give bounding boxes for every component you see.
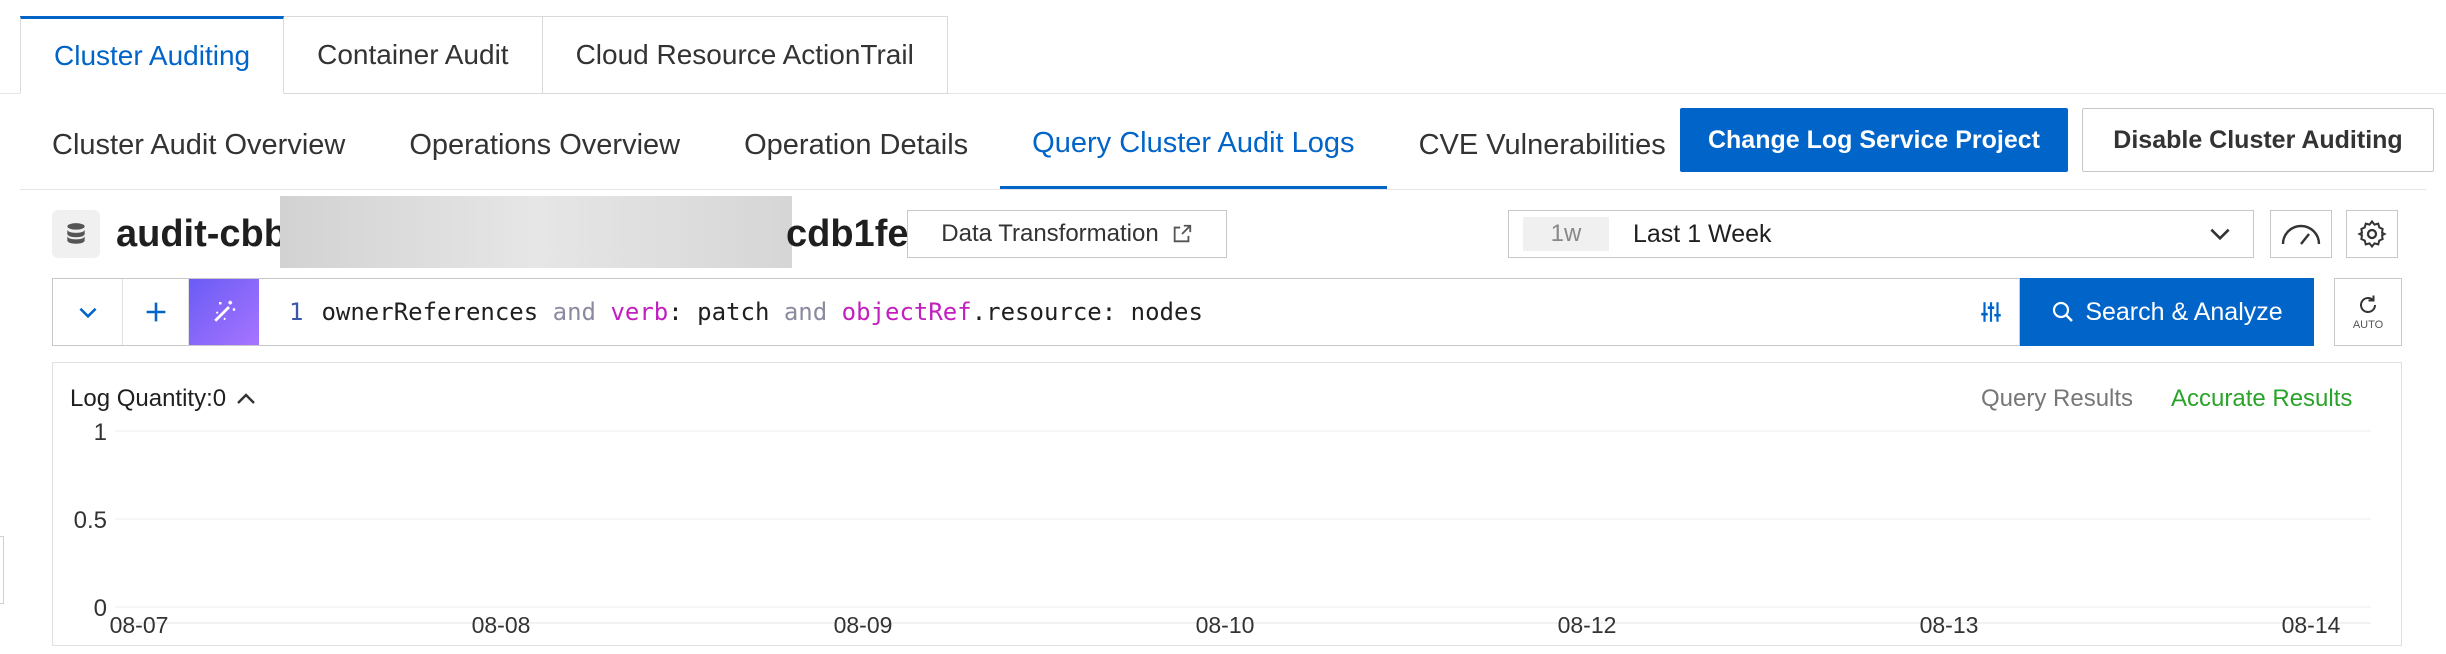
speedometer-icon (2281, 224, 2321, 245)
auto-refresh-button[interactable]: AUTO (2334, 278, 2402, 346)
x-tick-label: 08-10 (1196, 612, 1255, 638)
query-token: verb (610, 298, 669, 326)
y-tick-label: 0.5 (74, 507, 107, 534)
chevron-down-icon (2210, 228, 2230, 241)
time-range-select[interactable]: 1w Last 1 Week (1508, 210, 2254, 258)
ai-assistant-button[interactable] (189, 279, 259, 345)
refresh-icon (2360, 295, 2376, 313)
search-analyze-label: Search & Analyze (2085, 297, 2283, 326)
gear-icon (2357, 219, 2387, 249)
query-editor[interactable]: 1 ownerReferences and verb: patch and obj… (289, 279, 1203, 345)
query-line-number: 1 (289, 298, 304, 326)
top-tabs-divider (0, 93, 2446, 94)
sub-tabs: Cluster Audit Overview Operations Overvi… (20, 100, 1698, 190)
subtab-operations-overview[interactable]: Operations Overview (409, 128, 681, 161)
data-transformation-label: Data Transformation (941, 220, 1159, 247)
x-tick-label: 08-14 (2282, 612, 2341, 638)
logstore-name: audit-cbb (116, 212, 287, 255)
search-analyze-button[interactable]: Search & Analyze (2020, 278, 2314, 346)
log-histogram-panel: Log Quantity:0 Query Results Accurate Re… (52, 362, 2402, 646)
subtab-cve-vulnerabilities[interactable]: CVE Vulnerabilities (1418, 128, 1666, 161)
change-log-service-project-button[interactable]: Change Log Service Project (1680, 108, 2068, 172)
query-token: ownerReferences (321, 298, 539, 326)
y-tick-label: 1 (94, 419, 107, 446)
subtab-operation-details[interactable]: Operation Details (744, 128, 969, 161)
x-tick-label: 08-13 (1920, 612, 1979, 638)
subtab-query-cluster-audit-logs[interactable]: Query Cluster Audit Logs (1000, 100, 1387, 190)
accurate-results-status: Accurate Results (2171, 385, 2353, 412)
log-quantity-toggle[interactable]: Log Quantity:0 (70, 385, 258, 413)
disable-cluster-auditing-button[interactable]: Disable Cluster Auditing (2082, 108, 2434, 172)
query-text: ownerReferences and verb: patch and obje… (321, 298, 1202, 326)
database-icon (52, 210, 100, 258)
x-tick-label: 08-09 (834, 612, 893, 638)
query-token: .resource: nodes (971, 298, 1203, 326)
sliders-icon (1981, 302, 2001, 322)
logstore-name-suffix: cdb1fe (786, 212, 909, 255)
redacted-region (280, 196, 792, 268)
x-tick-label: 08-07 (110, 612, 169, 638)
add-query-button[interactable] (123, 279, 189, 345)
y-tick-label: 0 (94, 595, 107, 622)
sub-tabs-divider (20, 189, 2426, 190)
settings-button[interactable] (2346, 210, 2398, 258)
subtab-cluster-audit-overview[interactable]: Cluster Audit Overview (52, 128, 346, 161)
chevron-up-icon (237, 393, 255, 404)
left-edge-handle[interactable] (0, 536, 4, 604)
x-tick-label: 08-08 (472, 612, 531, 638)
query-token: : patch (668, 298, 770, 326)
query-bar: 1 ownerReferences and verb: patch and obj… (52, 278, 2020, 346)
speedometer-button[interactable] (2270, 210, 2332, 258)
magic-wand-icon (214, 300, 236, 322)
tab-cloud-resource-actiontrail[interactable]: Cloud Resource ActionTrail (542, 16, 948, 94)
query-history-toggle[interactable] (53, 279, 123, 345)
external-link-icon (1173, 224, 1191, 243)
time-range-label: Last 1 Week (1633, 219, 1772, 248)
chevron-down-icon (78, 307, 97, 319)
time-range-chip: 1w (1523, 217, 1609, 251)
data-transformation-button[interactable]: Data Transformation (907, 210, 1227, 258)
search-icon (2053, 301, 2074, 322)
query-options-button[interactable] (1963, 279, 2019, 345)
log-quantity-label: Log Quantity:0 (70, 385, 227, 412)
query-results-link[interactable]: Query Results (1981, 385, 2134, 412)
query-token: objectRef (841, 298, 972, 326)
tab-cluster-auditing[interactable]: Cluster Auditing (20, 16, 285, 94)
query-token: and (769, 298, 842, 326)
query-token: and (538, 298, 611, 326)
tab-container-audit[interactable]: Container Audit (284, 16, 543, 94)
top-tabs: Cluster Auditing Container Audit Cloud R… (20, 16, 948, 94)
plus-icon (146, 302, 165, 322)
x-tick-label: 08-12 (1558, 612, 1617, 638)
auto-label: AUTO (2352, 319, 2384, 331)
